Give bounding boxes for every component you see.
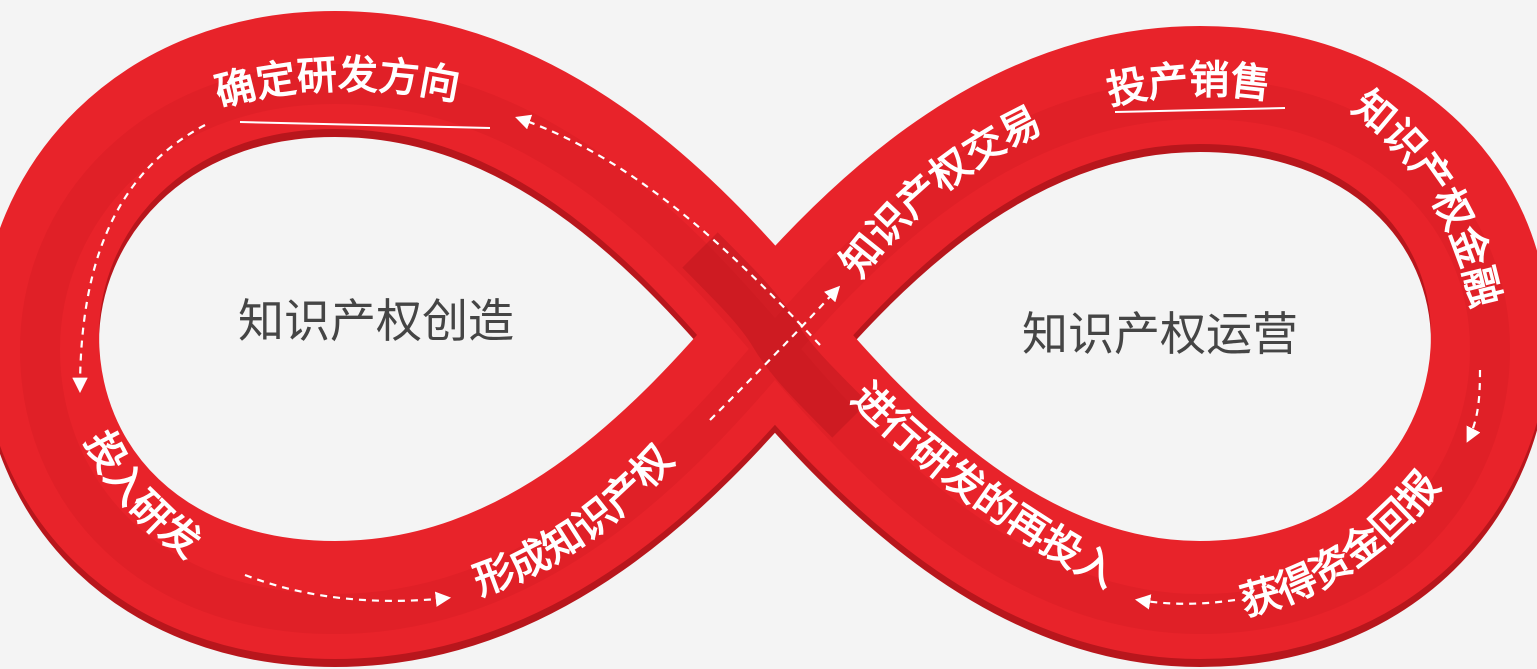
arrow-center-up (709, 285, 841, 421)
arrow-left-down (72, 124, 206, 394)
step-left-top-underline (239, 121, 491, 129)
flow-arrows (72, 114, 1482, 610)
right-loop-title: 知识产权运营 (1022, 307, 1298, 361)
crossing-shadow (682, 232, 868, 438)
arrow-center-left (515, 114, 821, 346)
arrow-right-down (1466, 369, 1482, 443)
left-loop-title: 知识产权创造 (238, 294, 514, 348)
step-right-top-underline (1114, 107, 1286, 113)
